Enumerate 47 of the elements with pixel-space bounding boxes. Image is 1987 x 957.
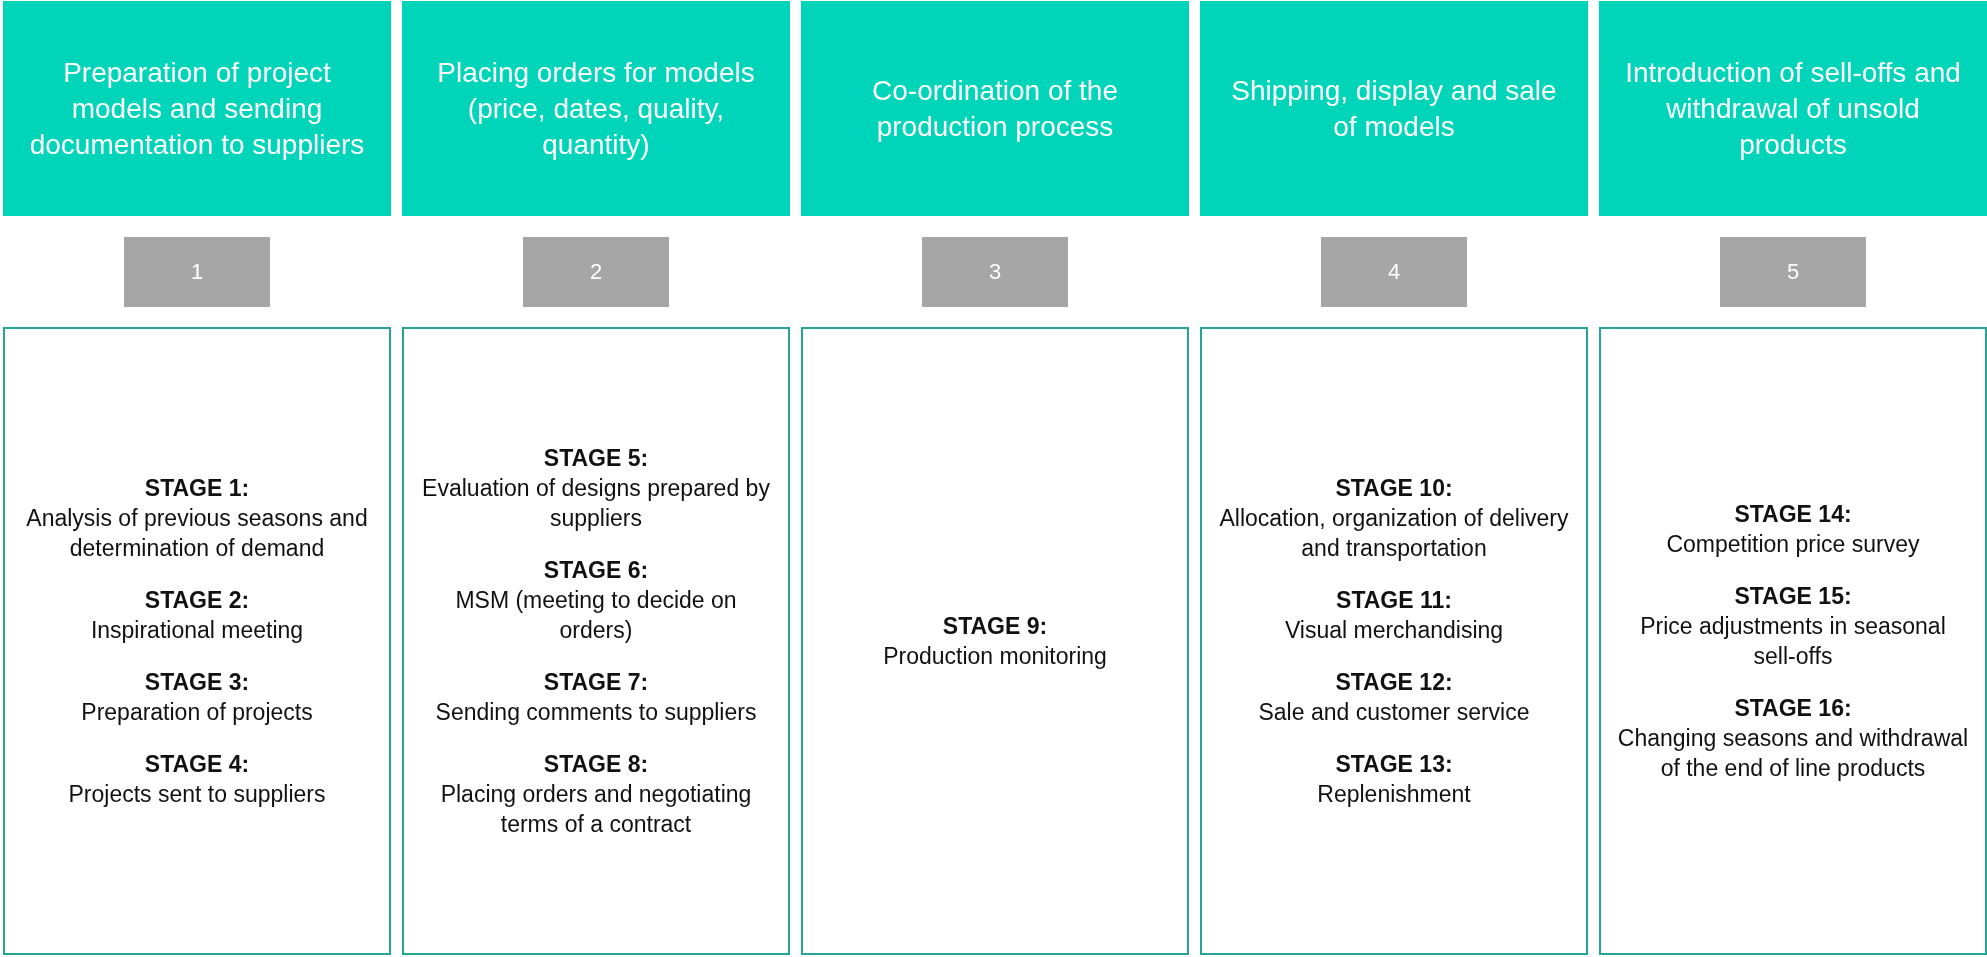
stage-heading: STAGE 7: [543, 668, 649, 697]
stage-heading: STAGE 14: [1734, 500, 1852, 529]
stage-heading: STAGE 2: [144, 586, 250, 615]
stage-heading: STAGE 15: [1734, 582, 1852, 611]
stage-description: Price adjustments in seasonal sell-offs [1639, 612, 1947, 671]
stage-heading: STAGE 12: [1335, 668, 1453, 697]
stage-panel [3, 327, 391, 955]
step-number: 4 [1321, 237, 1467, 307]
step-number: 1 [124, 237, 270, 307]
stage-panel [1599, 327, 1987, 955]
stage-description: Projects sent to suppliers [68, 780, 326, 809]
stage-panel [1200, 327, 1588, 955]
stage-header: Shipping, display and sale of models [1200, 1, 1588, 216]
stage-description: Evaluation of designs prepared by suppliers [421, 474, 771, 533]
stage-header: Co-ordination of the production process [801, 1, 1189, 216]
stage-heading: STAGE 3: [144, 668, 250, 697]
stage-description: Changing seasons and withdrawal of the end of line products [1617, 724, 1969, 783]
stage-description: Inspirational meeting [90, 616, 304, 645]
stage-heading: STAGE 11: [1336, 586, 1452, 615]
stage-heading: STAGE 8: [543, 750, 649, 779]
stage-heading: STAGE 10: [1335, 474, 1453, 503]
stage-header: Preparation of project models and sending documentation to suppliers [3, 1, 391, 216]
stage-description: Visual merchandising [1284, 616, 1504, 645]
stage-header: Introduction of sell-offs and withdrawal of unsold products [1599, 1, 1987, 216]
stage-panel [801, 327, 1189, 955]
stage-description: Analysis of previous seasons and determination of demand [25, 504, 369, 563]
step-number: 5 [1720, 237, 1866, 307]
stage-description: Allocation, organization of delivery and transportation [1218, 504, 1570, 563]
stage-description: Production monitoring [883, 642, 1107, 671]
stage-heading: STAGE 4: [144, 750, 250, 779]
stage-description: Preparation of projects [81, 698, 313, 727]
stage-heading: STAGE 16: [1734, 694, 1852, 723]
stage-heading: STAGE 5: [543, 444, 649, 473]
stage-heading: STAGE 9: [942, 612, 1048, 641]
stage-heading: STAGE 6: [543, 556, 649, 585]
stage-heading: STAGE 1: [144, 474, 250, 503]
stage-description: MSM (meeting to decide on orders) [454, 586, 738, 645]
stage-header: Placing orders for models (price, dates, quality, quantity) [402, 1, 790, 216]
stage-description: Sale and customer service [1258, 698, 1530, 727]
step-number: 3 [922, 237, 1068, 307]
stage-heading: STAGE 13: [1335, 750, 1453, 779]
stage-description: Competition price survey [1666, 530, 1920, 559]
step-number: 2 [523, 237, 669, 307]
stage-description: Replenishment [1317, 780, 1471, 809]
stage-description: Placing orders and negotiating terms of a contract [439, 780, 753, 839]
stage-description: Sending comments to suppliers [435, 698, 757, 727]
stage-panel [402, 327, 790, 955]
